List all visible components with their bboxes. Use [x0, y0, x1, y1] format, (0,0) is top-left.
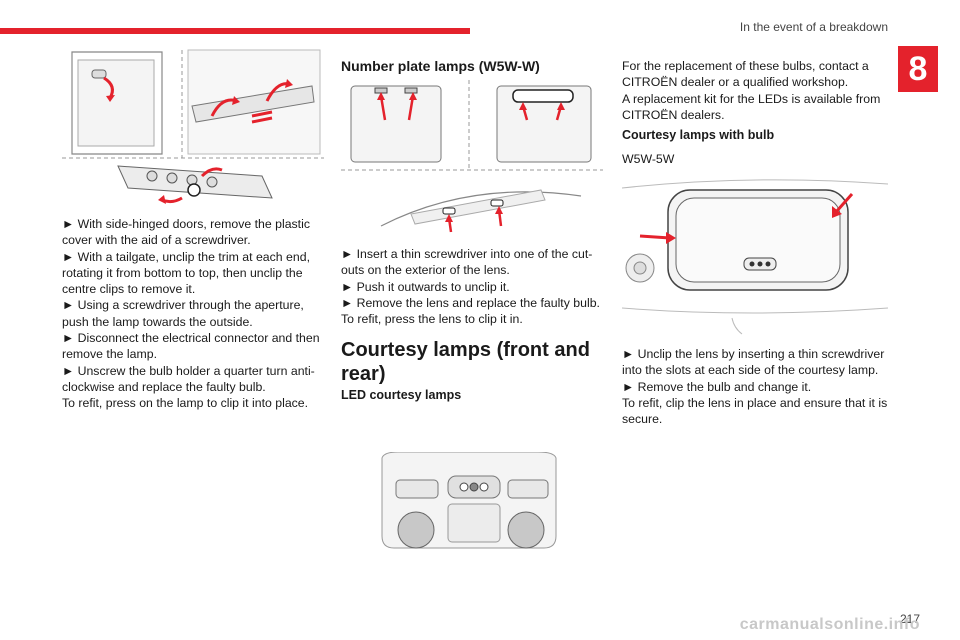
- col2-step-1: ► Insert a thin screwdriver into one of …: [341, 247, 593, 278]
- col3-intro-2: A replacement kit for the LEDs is availa…: [622, 91, 881, 122]
- col3-intro-1: For the replacement of these bulbs, cont…: [622, 59, 869, 90]
- rear-lamp-illustration: [62, 46, 324, 206]
- page-number: 217: [899, 612, 920, 626]
- bulb-courtesy-lamp-illustration: [622, 168, 888, 344]
- led-courtesy-lamp-illustration: [381, 452, 557, 549]
- col2-step-3: ► Remove the lens and replace the faulty…: [341, 295, 600, 310]
- section-title: In the event of a breakdown: [739, 20, 888, 34]
- bulb-courtesy-heading: Courtesy lamps with bulb: [622, 128, 775, 142]
- col1-step-1: ► With side-hinged doors, remove the pla…: [62, 217, 310, 248]
- chapter-badge: 8: [898, 46, 938, 92]
- watermark: carmanualsonline.info: [739, 616, 920, 633]
- col2-refit: To refit, press the lens to clip it in.: [341, 312, 523, 327]
- col2-instructions: ► Insert a thin screwdriver into one of …: [341, 246, 603, 327]
- col1-step-4: ► Disconnect the electrical connector an…: [62, 331, 320, 362]
- col1-instructions: ► With side-hinged doors, remove the pla…: [62, 216, 324, 412]
- col1-step-5: ► Unscrew the bulb holder a quarter turn…: [62, 363, 315, 394]
- number-plate-lamp-illustration: [341, 80, 603, 240]
- col3-refit: To refit, clip the lens in place and ens…: [622, 395, 888, 427]
- courtesy-lamps-heading: Courtesy lamps (front and rear): [341, 339, 590, 385]
- led-courtesy-heading: LED courtesy lamps: [341, 388, 462, 402]
- col3-step-1: ► Unclip the lens by inserting a thin sc…: [622, 347, 885, 378]
- col3-step-2: ► Remove the bulb and change it.: [622, 379, 812, 394]
- header-accent-bar: [0, 28, 470, 34]
- col1-refit: To refit, press on the lamp to clip it i…: [62, 396, 309, 411]
- col3-instructions: ► Unclip the lens by inserting a thin sc…: [622, 346, 890, 427]
- col1-step-3: ► Using a screwdriver through the apertu…: [62, 298, 304, 329]
- col3-intro: For the replacement of these bulbs, cont…: [622, 58, 890, 123]
- number-plate-heading: Number plate lamps (W5W-W): [341, 58, 540, 74]
- bulb-type: W5W-5W: [622, 152, 675, 166]
- col2-step-2: ► Push it outwards to unclip it.: [341, 279, 510, 294]
- col1-step-2: ► With a tailgate, unclip the trim at ea…: [62, 249, 310, 297]
